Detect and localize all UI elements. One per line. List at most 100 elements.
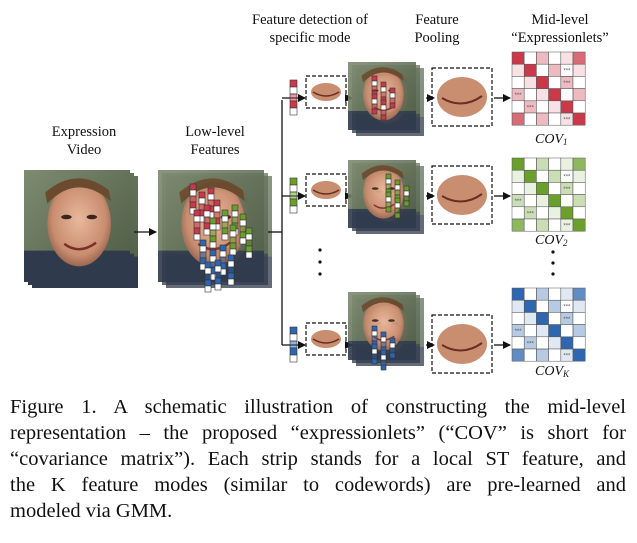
low-level-strip-9 [245, 227, 253, 259]
expression-video-header-line1: Expression [51, 124, 117, 140]
mode-2-detect-strip-2 [403, 185, 410, 207]
low-level-strip-3-cell-2 [203, 216, 211, 224]
mode-k-detect-strip-4-cell-2 [380, 359, 387, 366]
low-level-strip-8-cell-4 [229, 248, 237, 256]
mode-2-detect-strip-0-cell-1 [385, 178, 392, 185]
mode-k-detect-strip-1 [380, 331, 387, 353]
mode-1-detect-strip-4-cell-1 [380, 104, 387, 111]
mode-2-cov-cell-0-4 [560, 157, 574, 171]
mode-k-detect-strip-0-cell-2 [371, 335, 378, 342]
mode-2-mode-strip-cell-3 [289, 198, 298, 207]
mode-2-detection-face-frame-0 [348, 160, 416, 228]
mode-2-cov-cell-2-1 [523, 182, 537, 195]
mode-1-pool-box [431, 67, 493, 127]
caption-line-2: representation – the proposed “expressio… [10, 422, 626, 444]
mode-2-cov-cell-5-1 [523, 218, 537, 232]
mode-k-mode-strip-cell-0 [289, 326, 298, 335]
mode-k-detect-strip-4-cell-3 [380, 364, 387, 371]
expression-video-header-line2: Video [66, 142, 102, 158]
mode-2-detect-strip-0 [385, 173, 392, 195]
low-level-strip-10 [193, 209, 201, 241]
low-level-strip-9-cell-2 [245, 239, 253, 247]
feature-detection-header-line2: specific mode [269, 30, 351, 46]
mid-level-header-line1: Mid-level [531, 12, 589, 28]
low-level-strip-4-cell-2 [213, 211, 221, 219]
mode-1-cov-mark-2: *** [527, 105, 535, 111]
mode-1-cov-cell-2-2 [536, 76, 549, 89]
mode-2-detect-strip-4-cell-1 [394, 202, 401, 209]
mode-2-detect-strip-3-cell-0 [385, 191, 392, 198]
mode-1-detection-face-frame-0-suit [348, 110, 416, 130]
mode-1-detect-strip-4 [380, 99, 387, 121]
mode-1-detect-strip-2 [389, 87, 396, 109]
mode-1-detect-strip-2-cell-3 [389, 102, 396, 109]
mode-1-cov-mark-4: *** [515, 93, 523, 99]
low-level-strip-11 [209, 217, 217, 249]
mode-k-cov-cell-3-2 [536, 324, 549, 338]
low-level-strip-11-cell-3 [209, 235, 217, 243]
mode-2-mode-strip [289, 177, 298, 214]
mode-1-patch-feature [312, 91, 340, 97]
low-level-strip-5-cell-1 [221, 215, 229, 223]
low-level-strip-7 [239, 213, 247, 245]
low-level-strip-0-cell-2 [189, 195, 197, 203]
mode-2-cov-cell-4-3 [548, 206, 562, 220]
mode-k-detect-strip-1-cell-0 [380, 331, 387, 338]
mode-2-cov-cell-4-5 [572, 206, 586, 220]
mode-2-cov-cell-3-2 [536, 194, 549, 208]
low-level-strip-5-cell-2 [221, 221, 229, 229]
mode-k-detection-face-frame-0-left-eye [371, 319, 379, 322]
low-level-strip-6-cell-2 [231, 216, 239, 224]
mode-k-detect-strip-2-cell-2 [389, 347, 396, 354]
low-level-strip-7-cell-2 [239, 225, 247, 233]
mode-2-cov-mark-3: *** [563, 224, 571, 230]
low-level-strip-1 [198, 191, 206, 223]
low-level-strip-1-cell-0 [198, 191, 206, 199]
low-level-strip-10-cell-2 [193, 221, 201, 229]
mode-2-cov-cell-3-4 [560, 194, 574, 208]
low-level-strip-0-cell-0 [189, 183, 197, 191]
mode-k-cov-mark-1: *** [563, 317, 571, 323]
low-level-strip-12-cell-0 [199, 239, 207, 247]
mode-1-cov-cell-4-0 [511, 100, 525, 114]
mode-k-cov-cell-0-0 [511, 287, 525, 301]
low-level-strip-6-cell-0 [231, 204, 239, 212]
mode-1-detect-strip-3-cell-2 [371, 103, 378, 110]
mode-k-patch-feature [312, 338, 340, 344]
mode-k-detect-strip-1-cell-2 [380, 341, 387, 348]
mode-k-cov-cell-3-1 [523, 324, 537, 338]
mode-2-cov-cell-5-2 [536, 218, 549, 232]
mode-2-detection-face-frame-0-left-eye [371, 187, 379, 190]
mode-2-cov-cell-3-1 [523, 194, 537, 208]
mode-2-detect-strip-4 [394, 197, 401, 219]
low-level-strip-5-cell-4 [221, 233, 229, 241]
figure-caption: Figure 1. A schematic illustration of co… [10, 394, 626, 524]
mode-1-detect-strip-0-cell-2 [371, 85, 378, 92]
mode-k-pool-box [431, 314, 493, 374]
mode-1-cov-cell-1-1 [523, 63, 537, 77]
mode-1-pool-skin [437, 77, 487, 117]
mode-k-mode-strip-cell-1 [289, 333, 298, 342]
expression-video-header: Expression Video [44, 123, 124, 159]
mode-1-cov-cell-1-2 [536, 63, 549, 77]
low-level-strip-16-cell-3 [227, 272, 235, 280]
mode-1-mode-strip-cell-4 [289, 107, 298, 116]
mode-2-mode-strip-cell-4 [289, 205, 298, 214]
mode-k-cov-cell-5-0 [511, 348, 525, 362]
cov-label-1: COV1 [535, 132, 568, 148]
mode-1-detect-strip-3-cell-3 [371, 108, 378, 115]
low-level-strip-16 [227, 254, 235, 286]
mode-1-detect-strip-3-cell-0 [371, 93, 378, 100]
mode-1-detect-strip-4-cell-0 [380, 99, 387, 106]
low-level-strip-11-cell-4 [209, 241, 217, 249]
mode-2-detection-face-frame-0-skin [362, 166, 404, 219]
mode-2-mode-strip-cell-1 [289, 184, 298, 193]
mode-k-patch-skin [311, 330, 341, 348]
mode-1-cov-cell-0-3 [548, 51, 562, 65]
mode-k-cov-cell-2-2 [536, 312, 549, 325]
mode-1-mode-strip [289, 79, 298, 116]
mode-2-detect-strip-2-cell-0 [403, 185, 410, 192]
mode-k-detect-strip-4-cell-1 [380, 354, 387, 361]
mode-1-detection-face-frame-0-hair [361, 67, 404, 83]
mode-1-detect-strip-2-cell-2 [389, 97, 396, 104]
